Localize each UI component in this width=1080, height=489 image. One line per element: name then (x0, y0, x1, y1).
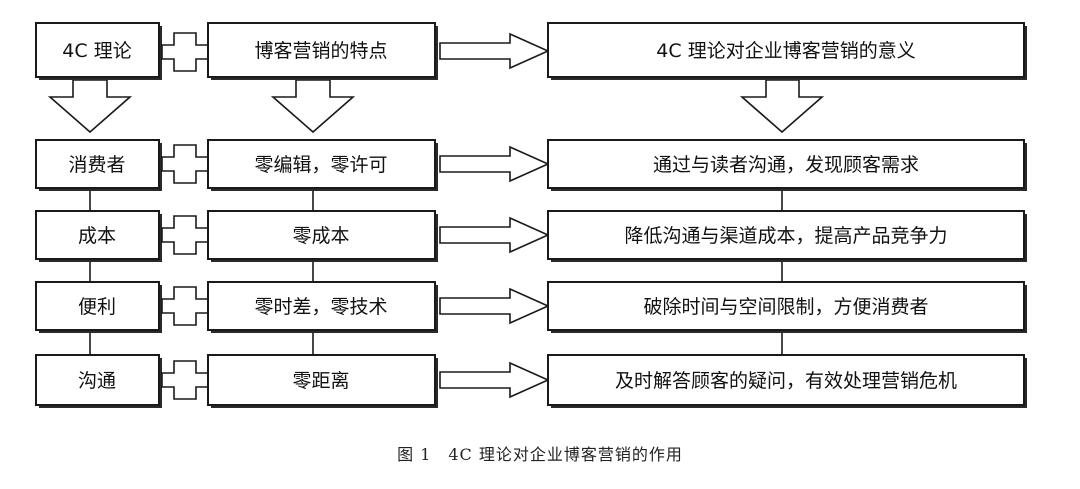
row-left-box (35, 210, 160, 260)
row-middle-box (207, 354, 436, 406)
row-middle-text: 零编辑，零许可 (254, 154, 387, 176)
down-arrow-right (739, 79, 825, 134)
row-right-text: 及时解答顾客的疑问，有效处理营销危机 (615, 370, 957, 392)
flow-diagram: 4C 理论 博客营销的特点 4C 理论对企业博客营销的意义 消费者 零编辑，零许… (35, 22, 1027, 408)
row-middle-box (207, 210, 436, 260)
right-arrow (439, 145, 550, 183)
header-middle-box (207, 22, 436, 78)
row-middle-text: 零成本 (292, 225, 349, 247)
row-1: 消费者 零编辑，零许可 通过与读者沟通，发现顾客需求 (35, 139, 1027, 191)
header-row: 4C 理论 博客营销的特点 4C 理论对企业博客营销的意义 (35, 22, 1027, 80)
row-left-box (35, 281, 160, 331)
row-left-text: 便利 (78, 296, 116, 318)
row-4: 沟通 零距离 及时解答顾客的疑问，有效处理营销危机 (35, 354, 1027, 408)
header-left-box (35, 22, 160, 78)
header-middle-text: 博客营销的特点 (254, 40, 387, 62)
down-arrows (47, 79, 825, 134)
row-middle-box (207, 139, 436, 189)
row-right-text: 通过与读者沟通，发现顾客需求 (653, 154, 919, 176)
figure-caption: 图 1 4C 理论对企业博客营销的作用 (397, 445, 683, 464)
down-arrow-middle (270, 79, 356, 134)
row-left-box (35, 354, 160, 406)
row-right-box (547, 210, 1025, 260)
row-left-text: 成本 (78, 225, 116, 247)
plus-connector (161, 360, 210, 400)
row-left-text: 消费者 (68, 154, 125, 176)
row-right-text: 降低沟通与渠道成本，提高产品竞争力 (624, 225, 947, 247)
row-left-box (35, 139, 160, 189)
plus-connector (161, 286, 210, 326)
header-right-text: 4C 理论对企业博客营销的意义 (656, 40, 915, 62)
right-arrow (439, 287, 550, 325)
row-middle-box (207, 281, 436, 331)
down-arrow-left (47, 79, 133, 134)
row-middle-text: 零时差，零技术 (254, 296, 387, 318)
header-right-box (547, 22, 1025, 78)
row-right-box (547, 281, 1025, 331)
right-arrow (439, 32, 550, 70)
header-left-text: 4C 理论 (62, 40, 131, 62)
row-right-text: 破除时间与空间限制，方便消费者 (643, 296, 928, 318)
row-3: 便利 零时差，零技术 破除时间与空间限制，方便消费者 (35, 281, 1027, 333)
right-arrow (439, 361, 550, 399)
plus-connector (161, 144, 210, 184)
right-arrow (439, 216, 550, 254)
plus-connector (161, 215, 210, 255)
row-2: 成本 零成本 降低沟通与渠道成本，提高产品竞争力 (35, 210, 1027, 262)
row-middle-text: 零距离 (292, 370, 349, 392)
row-right-box (547, 139, 1025, 189)
row-right-box (547, 354, 1025, 406)
row-left-text: 沟通 (78, 370, 116, 392)
plus-connector (161, 32, 210, 72)
